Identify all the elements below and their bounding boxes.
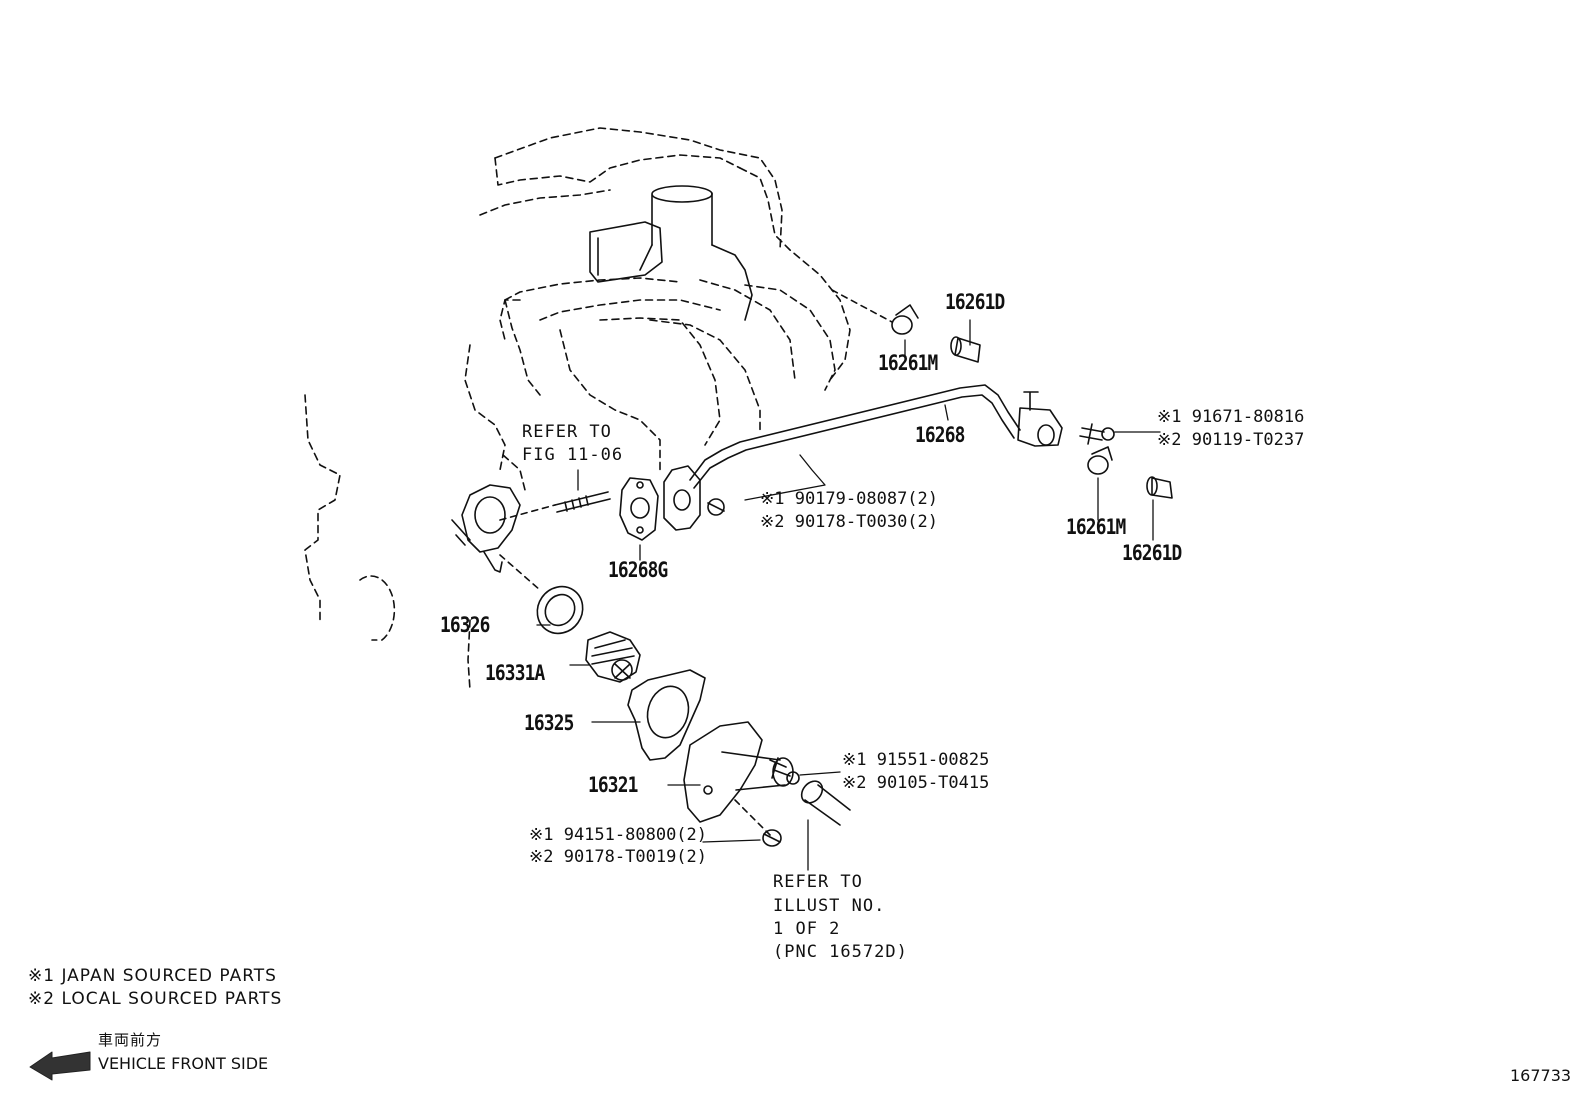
leader-lines [536,319,1161,871]
code-nut-pipe-japan: ※1 90179-08087(2) [760,489,939,509]
bypass-pipe-16268 [663,384,1063,531]
figure-number: 167733 [1510,1066,1572,1085]
code-nut-pipe-local: ※2 90178-T0030(2) [760,512,939,532]
callout-16268G: 16268G [608,558,668,582]
nut-outlet [762,829,782,847]
engine-block-outline [304,127,851,691]
refer-fig-line-2: FIG 11-06 [522,445,624,465]
callout-16325: 16325 [524,711,574,735]
vehicle-front-label-en: VEHICLE FRONT SIDE [98,1054,269,1073]
vehicle-front-arrow-icon [29,1051,91,1081]
callout-16261D-top: 16261D [945,290,1005,314]
hose-16261D-top [950,336,981,363]
callout-16321: 16321 [588,773,638,797]
stud [554,491,611,513]
callout-16326: 16326 [440,613,490,637]
hose-16261D-bottom [1146,476,1173,499]
refer-fig-line-1: REFER TO [522,422,612,442]
code-nut-outlet-japan: ※1 94151-80800(2) [529,825,708,845]
callout-16261M-top: 16261M [878,351,938,375]
callout-16261M-bottom: 16261M [1066,515,1126,539]
callout-16261D-bottom: 16261D [1122,541,1182,565]
bolt-right [1079,423,1115,445]
hose-clamp-16261M-bottom [1087,446,1113,475]
gasket-16268G [619,477,659,541]
refer-illust-line-3: 1 OF 2 [773,919,841,939]
nut-pipe [707,498,725,516]
code-bolt-right-japan: ※1 91671-80816 [1157,407,1305,427]
code-bolt-outlet-japan: ※1 91551-00825 [842,750,990,770]
o-ring-16326 [536,585,584,635]
refer-illust-line-4: (PNC 16572D) [773,942,908,962]
code-bolt-right-local: ※2 90119-T0237 [1157,430,1305,450]
refer-illust-line-2: ILLUST NO. [773,896,886,916]
gasket-16325 [627,669,706,761]
outlet-hose [800,780,851,826]
vehicle-front-label-jp: 車両前方 [98,1031,163,1049]
thermostat-16331A [585,631,641,683]
water-inlet-housing [451,484,521,573]
hose-clamp-16261M-top [891,304,919,335]
legend-japan-sourced: ※1 JAPAN SOURCED PARTS [28,966,277,986]
throttle-body [589,185,753,321]
code-bolt-outlet-local: ※2 90105-T0415 [842,773,990,793]
bolt-outlet [769,757,800,785]
code-nut-outlet-local: ※2 90178-T0019(2) [529,847,708,867]
callout-16268: 16268 [915,423,965,447]
water-outlet-16321 [683,721,794,823]
legend-local-sourced: ※2 LOCAL SOURCED PARTS [28,989,283,1009]
refer-illust-line-1: REFER TO [773,872,863,892]
callout-16331A: 16331A [485,661,545,685]
